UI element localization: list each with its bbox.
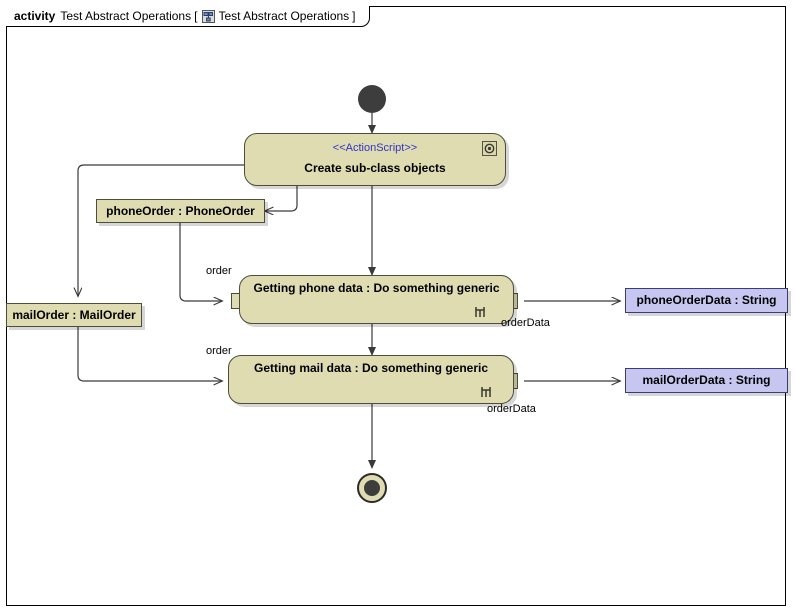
action-getting-phone-data-label: Getting phone data : Do something generi… (253, 281, 500, 295)
object-node-phone-order[interactable]: phoneOrder : PhoneOrder (96, 199, 265, 223)
frame-diagram-name: Test Abstract Operations (218, 9, 350, 23)
action-getting-mail-data-label: Getting mail data : Do something generic (253, 361, 489, 375)
edge-label-mail-order-data: orderData (487, 403, 536, 415)
activity-diagram-icon (202, 9, 216, 23)
edge-label-phone-order: order (206, 265, 232, 277)
frame-bracket-close: ] (352, 9, 356, 23)
action-getting-mail-data[interactable]: Getting mail data : Do something generic (228, 355, 514, 404)
frame-bracket-open: [ (194, 9, 198, 23)
activity-final-node[interactable] (357, 473, 387, 503)
action-getting-phone-data[interactable]: Getting phone data : Do something generi… (239, 275, 514, 324)
object-node-phone-order-label: phoneOrder : PhoneOrder (106, 203, 255, 218)
data-node-phone-order-data[interactable]: phoneOrderData : String (625, 288, 788, 313)
rake-icon (474, 305, 487, 317)
action-create-sub-class-objects[interactable]: <<ActionScript>> Create sub-class object… (244, 133, 506, 186)
frame-keyword: activity (14, 9, 56, 23)
data-node-mail-order-data-label: mailOrderData : String (642, 373, 771, 387)
script-icon (482, 141, 497, 156)
object-node-mail-order[interactable]: mailOrder : MailOrder (6, 303, 142, 327)
action-create-stereotype: <<ActionScript>> (332, 142, 418, 154)
frame-name: Test Abstract Operations (60, 9, 192, 23)
activity-final-inner (364, 480, 380, 496)
edge-label-mail-order: order (206, 345, 232, 357)
object-node-mail-order-label: mailOrder : MailOrder (12, 307, 136, 322)
edge-label-phone-order-data: orderData (501, 317, 550, 329)
rake-icon (480, 385, 493, 397)
data-node-mail-order-data[interactable]: mailOrderData : String (625, 368, 788, 393)
activity-frame-tab[interactable]: activity Test Abstract Operations [ Test… (6, 6, 370, 27)
action-create-label: Create sub-class objects (304, 161, 446, 175)
data-node-phone-order-data-label: phoneOrderData : String (636, 293, 777, 307)
initial-node[interactable] (358, 85, 386, 113)
